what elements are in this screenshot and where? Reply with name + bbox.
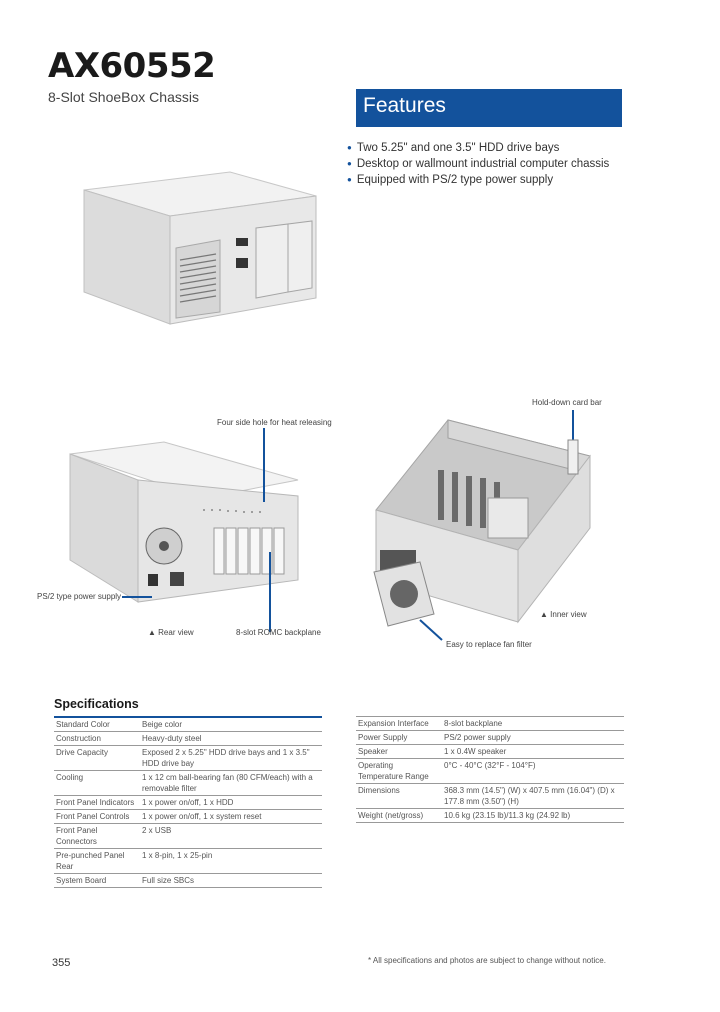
spec-value: 1 x power on/off, 1 x system reset [140, 809, 322, 824]
model-title: AX60552 [48, 46, 216, 86]
callout-ps2: PS/2 type power supply [37, 592, 122, 601]
spec-value: Beige color [140, 717, 322, 732]
spec-label: Expansion Interface [356, 716, 442, 731]
spec-value: 10.6 kg (23.15 lb)/11.3 kg (24.92 lb) [442, 808, 624, 823]
chassis-inner-image [368, 400, 600, 635]
feature-list: Two 5.25" and one 3.5" HDD drive bays De… [347, 140, 609, 188]
spec-label: Standard Color [54, 717, 140, 732]
feature-item: Desktop or wallmount industrial computer… [347, 156, 609, 172]
spec-label: Dimensions [356, 783, 442, 809]
spec-label: Construction [54, 731, 140, 746]
spec-label: Front Panel Connectors [54, 823, 140, 849]
spec-value: 1 x 12 cm ball-bearing fan (80 CFM/each)… [140, 770, 322, 796]
model-subtitle: 8-Slot ShoeBox Chassis [48, 89, 199, 105]
spec-label: Power Supply [356, 730, 442, 745]
chassis-rear-image [64, 440, 304, 610]
spec-value: 2 x USB [140, 823, 322, 849]
callout-hold-down: Hold-down card bar [532, 398, 602, 407]
spec-value: 8-slot backplane [442, 716, 624, 731]
spec-value: 1 x 0.4W speaker [442, 744, 624, 759]
feature-item: Two 5.25" and one 3.5" HDD drive bays [347, 140, 609, 156]
spec-label: Cooling [54, 770, 140, 796]
feature-item: Equipped with PS/2 type power supply [347, 172, 609, 188]
spec-label: Speaker [356, 744, 442, 759]
footnote: * All specifications and photos are subj… [368, 956, 606, 965]
spec-label: Weight (net/gross) [356, 808, 442, 823]
spec-value: Full size SBCs [140, 873, 322, 888]
spec-label: System Board [54, 873, 140, 888]
spec-value: Exposed 2 x 5.25" HDD drive bays and 1 x… [140, 745, 322, 771]
callout-fan-filter: Easy to replace fan filter [446, 640, 532, 649]
callout-romc: 8-slot ROMC backplane [236, 628, 321, 637]
spec-value: 368.3 mm (14.5") (W) x 407.5 mm (16.04")… [442, 783, 624, 809]
table-row: Weight (net/gross)10.6 kg (23.15 lb)/11.… [356, 808, 624, 823]
spec-value: 1 x 8-pin, 1 x 25-pin [140, 848, 322, 874]
specifications-title: Specifications [54, 697, 139, 711]
spec-label: Front Panel Indicators [54, 795, 140, 810]
spec-label: Front Panel Controls [54, 809, 140, 824]
chassis-front-image [80, 168, 320, 328]
spec-label: Operating Temperature Range [356, 758, 442, 784]
callout-rear-view: ▲ Rear view [148, 628, 194, 637]
spec-value: 0°C - 40°C (32°F - 104°F) [442, 758, 624, 784]
spec-label: Drive Capacity [54, 745, 140, 771]
features-heading: Features [356, 89, 622, 127]
spec-value: 1 x power on/off, 1 x HDD [140, 795, 322, 810]
callout-inner-view: ▲ Inner view [540, 610, 587, 619]
spec-value: Heavy-duty steel [140, 731, 322, 746]
spec-value: PS/2 power supply [442, 730, 624, 745]
callout-side-hole: Four side hole for heat releasing [217, 418, 332, 427]
spec-label: Pre-punched Panel Rear [54, 848, 140, 874]
page-number: 355 [52, 957, 71, 969]
